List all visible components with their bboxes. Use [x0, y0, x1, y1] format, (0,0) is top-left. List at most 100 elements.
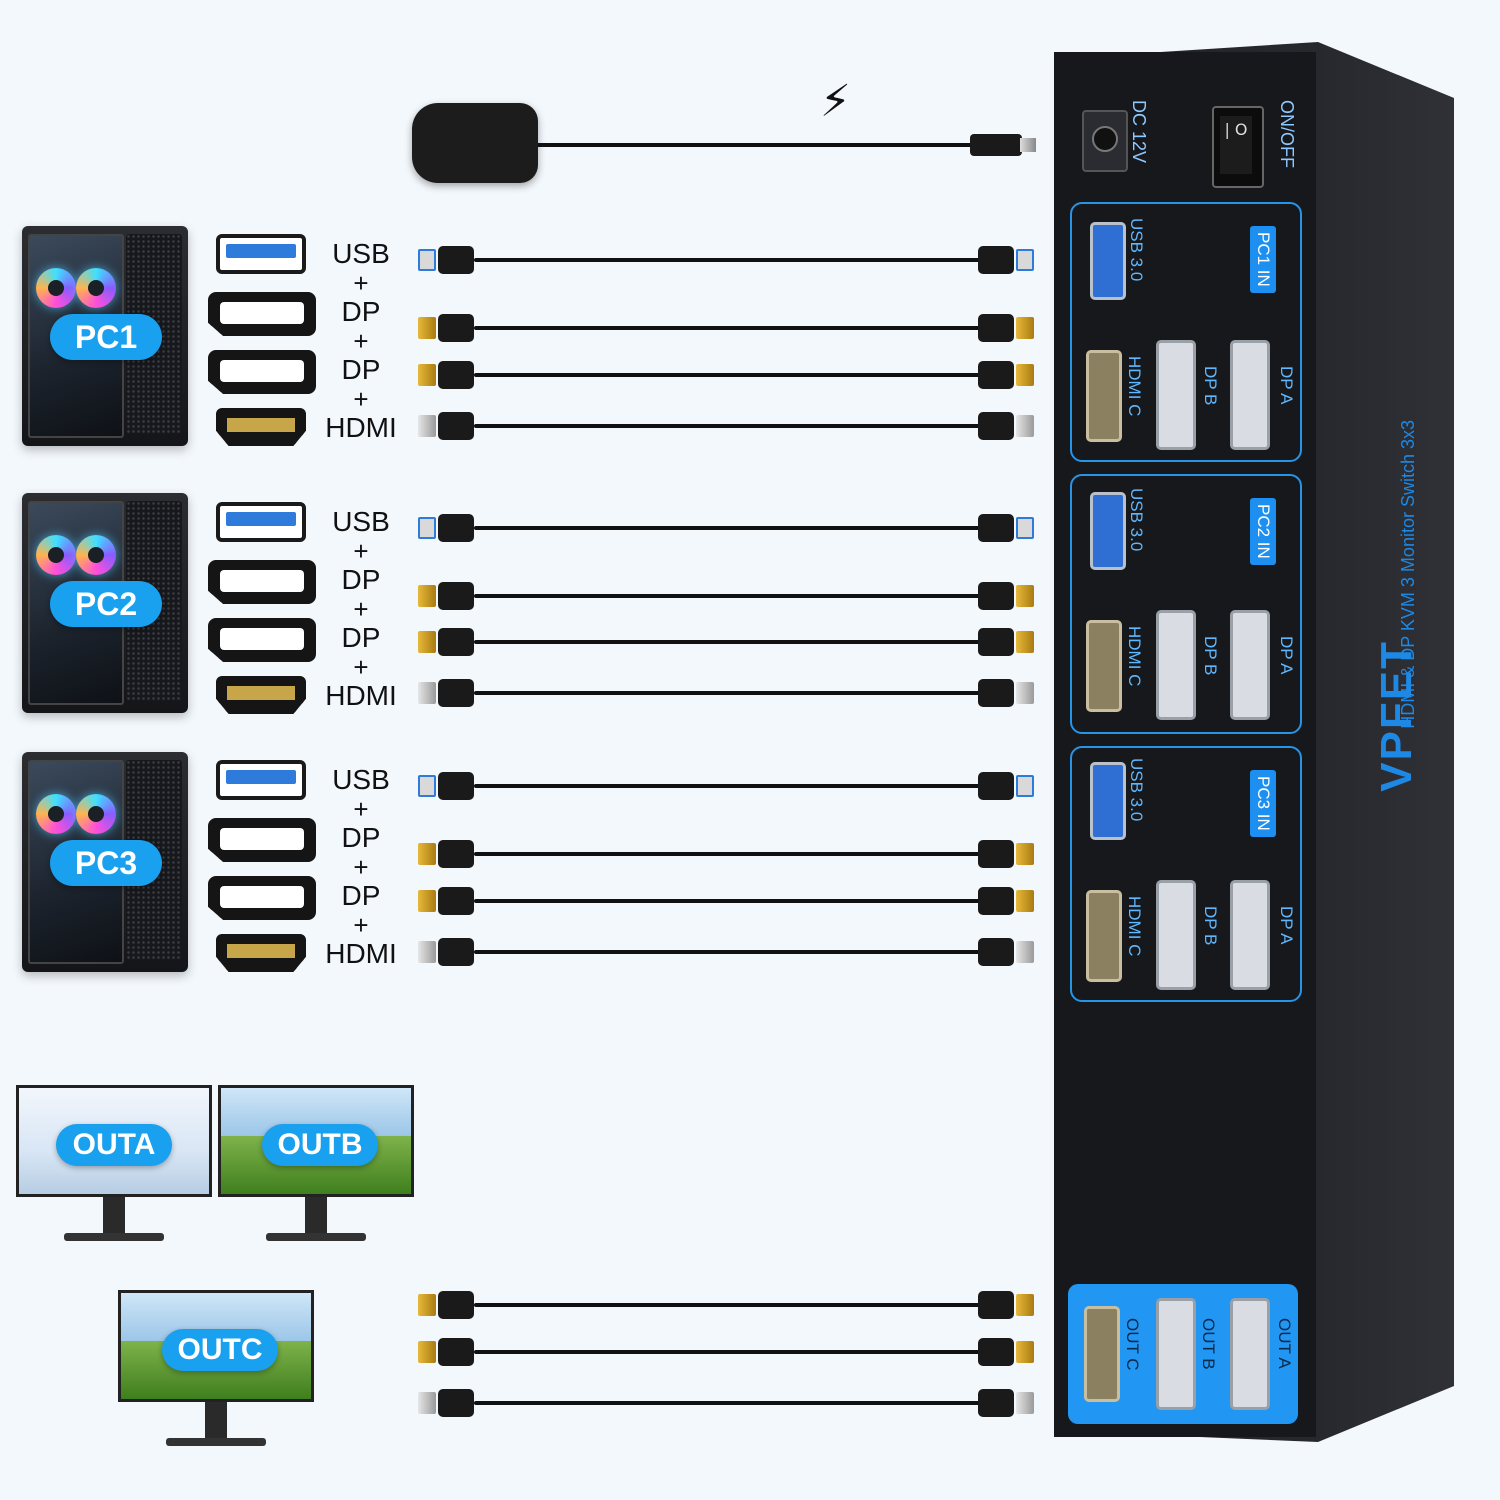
dp-plug-left — [438, 361, 474, 389]
dp-plug-right — [978, 361, 1014, 389]
usb-plug-right — [978, 772, 1014, 800]
hdmi-label: HDMI — [325, 680, 397, 711]
usb-plug-right — [978, 514, 1014, 542]
dp-label: DP — [341, 880, 381, 911]
hdmi-cable — [474, 950, 984, 954]
pc2-usb3-label: USB 3.0 — [1127, 488, 1146, 552]
hdmi-port-icon — [216, 934, 306, 972]
dp-cable — [474, 1350, 984, 1354]
monitor-outb-base — [266, 1233, 366, 1241]
dp-plug-tip-left — [418, 843, 436, 865]
pc3-input-group — [1070, 746, 1302, 1002]
displayport-icon — [208, 292, 316, 336]
dp-plug-tip-left — [418, 317, 436, 339]
dp-plug-tip-left — [418, 631, 436, 653]
pc2-dp-a-port[interactable] — [1230, 610, 1270, 720]
pc3-hdmi-c-port[interactable] — [1086, 890, 1122, 982]
pc3-dp-b-port[interactable] — [1156, 880, 1196, 990]
dp-plug-tip-right — [1016, 1341, 1034, 1363]
hdmi-plug-tip-left — [418, 415, 436, 437]
pc2-fan-icon — [76, 535, 116, 575]
dp-cable — [474, 852, 984, 856]
usb-plug-left — [438, 772, 474, 800]
pc2-hdmi-c-port[interactable] — [1086, 620, 1122, 712]
pc3-in-tag: PC3 IN — [1250, 770, 1276, 837]
pc2-dp-b-port[interactable] — [1156, 610, 1196, 720]
plus-label: + — [353, 794, 369, 824]
usb-plug-tip-left — [418, 249, 436, 271]
dp-plug-left — [438, 1338, 474, 1366]
dp-plug-tip-left — [418, 364, 436, 386]
pc3-dp-a-port[interactable] — [1230, 880, 1270, 990]
power-adapter — [412, 103, 538, 183]
dp-plug-tip-right — [1016, 364, 1034, 386]
dp-plug-left — [438, 582, 474, 610]
plus-label: + — [353, 594, 369, 624]
dp-plug-right — [978, 887, 1014, 915]
hdmi-plug-right — [978, 1389, 1014, 1417]
hdmi-plug-tip-right — [1016, 941, 1034, 963]
dp-label: DP — [341, 564, 381, 595]
power-plug-tip — [1020, 138, 1036, 152]
usb-plug-left — [438, 246, 474, 274]
pc2-usb3-port[interactable] — [1090, 492, 1126, 570]
dp-cable — [474, 326, 984, 330]
plus-label: + — [353, 910, 369, 940]
out-b-port[interactable] — [1156, 1298, 1196, 1410]
power-toggle-rocker: | O — [1220, 116, 1252, 174]
dp-plug-tip-right — [1016, 890, 1034, 912]
dp-plug-right — [978, 314, 1014, 342]
pc1-in-tag: PC1 IN — [1250, 226, 1276, 293]
pc1-dp-b-port[interactable] — [1156, 340, 1196, 450]
hdmi-port-icon — [216, 676, 306, 714]
pc2-hdmi-c-label: HDMI C — [1125, 626, 1144, 687]
displayport-icon — [208, 560, 316, 604]
displayport-icon — [208, 818, 316, 862]
dp-cable — [474, 899, 984, 903]
dp-plug-left — [438, 1291, 474, 1319]
pc3-fan-icon — [76, 794, 116, 834]
pc1-badge: PC1 — [50, 314, 162, 360]
dp-plug-tip-right — [1016, 1294, 1034, 1316]
plus-label: + — [353, 852, 369, 882]
hdmi-plug-tip-right — [1016, 682, 1034, 704]
pc2-dp-a-label: DP A — [1277, 636, 1296, 675]
dp-plug-tip-left — [418, 1294, 436, 1316]
dp-label: DP — [341, 296, 381, 327]
dp-plug-right — [978, 582, 1014, 610]
dp-plug-tip-right — [1016, 631, 1034, 653]
power-plug — [970, 134, 1022, 156]
pc3-fan-icon — [36, 794, 76, 834]
pc1-usb3-port[interactable] — [1090, 222, 1126, 300]
dc-power-inlet[interactable] — [1082, 110, 1128, 172]
plus-label: + — [353, 326, 369, 356]
dp-plug-left — [438, 840, 474, 868]
pc3-usb3-label: USB 3.0 — [1127, 758, 1146, 822]
dp-plug-tip-right — [1016, 843, 1034, 865]
out-a-port[interactable] — [1230, 1298, 1270, 1410]
pc1-dp-a-port[interactable] — [1230, 340, 1270, 450]
hdmi-plug-tip-left — [418, 941, 436, 963]
dp-plug-tip-left — [418, 585, 436, 607]
out-c-port[interactable] — [1084, 1306, 1120, 1402]
usb-plug-tip-right — [1016, 249, 1034, 271]
hdmi-label: HDMI — [325, 938, 397, 969]
hdmi-plug-tip-left — [418, 682, 436, 704]
outb-badge: OUTB — [262, 1124, 378, 1166]
hdmi-plug-left — [438, 938, 474, 966]
power-adapter-cable — [538, 143, 978, 147]
usb-port-icon — [216, 760, 306, 800]
pc3-usb3-port[interactable] — [1090, 762, 1126, 840]
dp-label: DP — [341, 622, 381, 653]
pc3-badge: PC3 — [50, 840, 162, 886]
dp-cable — [474, 373, 984, 377]
hdmi-plug-left — [438, 679, 474, 707]
pc2-fan-icon — [36, 535, 76, 575]
dp-plug-right — [978, 628, 1014, 656]
hdmi-plug-tip-right — [1016, 415, 1034, 437]
pc1-hdmi-c-port[interactable] — [1086, 350, 1122, 442]
dp-plug-tip-left — [418, 890, 436, 912]
hdmi-plug-right — [978, 679, 1014, 707]
usb-cable — [474, 526, 984, 530]
dp-label: DP — [341, 822, 381, 853]
